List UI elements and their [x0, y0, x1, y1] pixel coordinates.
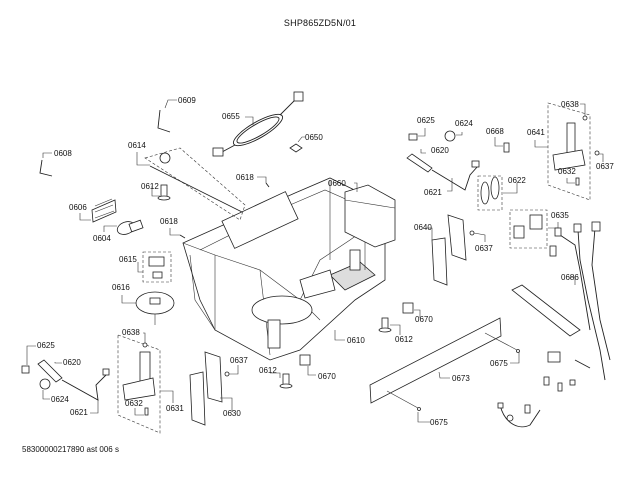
part-0618-screw-lower[interactable] — [169, 228, 186, 239]
part-label: 0670 — [415, 315, 433, 324]
part-0621-cable-bottom[interactable] — [61, 368, 110, 414]
part-label: 0620 — [63, 358, 81, 367]
document-reference-number: 58300000217890 ast 006 s — [22, 445, 119, 454]
part-0620-sensor-top[interactable] — [406, 149, 433, 173]
part-label: 0660 — [328, 179, 346, 188]
part-label: 0622 — [508, 176, 526, 185]
part-0616-disc[interactable] — [121, 291, 175, 325]
part-label: 0621 — [424, 188, 442, 197]
part-label: 0637 — [475, 244, 493, 253]
part-label: 0675 — [490, 359, 508, 368]
part-0612-screw-lower[interactable] — [270, 372, 293, 389]
base-frame-drawing — [182, 177, 386, 361]
part-label: 0625 — [37, 341, 55, 350]
model-number-title: SHP865ZD5N/01 — [283, 18, 357, 28]
part-0612-screw-right[interactable] — [378, 317, 401, 335]
part-label: 0608 — [54, 149, 72, 158]
part-0673-kickplate[interactable] — [369, 317, 502, 404]
part-0609-bracket[interactable] — [157, 99, 177, 133]
part-0624-cap-top[interactable] — [444, 130, 463, 142]
part-label: 0606 — [69, 203, 87, 212]
part-0631-hinge-group-bottom[interactable] — [117, 334, 174, 434]
part-0637-screw-bottom[interactable] — [224, 365, 239, 377]
part-label: 0686 — [561, 273, 579, 282]
part-0637-screw-top-right[interactable] — [594, 150, 604, 162]
part-label: 0612 — [395, 335, 413, 344]
part-0640-hinge[interactable] — [426, 214, 467, 286]
part-0618-screw[interactable] — [257, 176, 270, 188]
part-label: 0632 — [125, 399, 143, 408]
part-label: 0612 — [259, 366, 277, 375]
part-0625-connector-top[interactable] — [408, 128, 426, 141]
part-0660-control-module[interactable] — [344, 182, 396, 248]
part-0606-grille[interactable] — [79, 198, 117, 223]
part-0608-bracket[interactable] — [39, 152, 53, 177]
part-label: 0612 — [141, 182, 159, 191]
part-label: 0616 — [112, 283, 130, 292]
part-0686-wire-harness[interactable] — [497, 221, 611, 428]
part-0610-base[interactable] — [334, 330, 345, 341]
part-0612-screw-top[interactable] — [151, 184, 171, 201]
part-label: 0675 — [430, 418, 448, 427]
part-0641-hinge-group[interactable] — [534, 102, 591, 201]
part-0632-pin-top[interactable] — [566, 177, 580, 186]
part-0604-valve[interactable] — [103, 219, 144, 236]
part-label: 0655 — [222, 112, 240, 121]
part-label: 0650 — [305, 133, 323, 142]
part-0624-cap-bottom[interactable] — [39, 378, 51, 400]
part-label: 0609 — [178, 96, 196, 105]
part-0675-screw-lower[interactable] — [386, 390, 430, 423]
part-label: 0637 — [230, 356, 248, 365]
part-label: 0630 — [223, 409, 241, 418]
part-label: 0610 — [347, 336, 365, 345]
part-0670-clip-lower[interactable] — [299, 354, 316, 376]
part-label: 0625 — [417, 116, 435, 125]
part-label: 0668 — [486, 127, 504, 136]
part-0630-hinge-bottom[interactable] — [189, 351, 233, 426]
part-label: 0631 — [166, 404, 184, 413]
part-label: 0638 — [122, 328, 140, 337]
part-label: 0637 — [596, 162, 614, 171]
part-label: 0615 — [119, 255, 137, 264]
part-label: 0620 — [431, 146, 449, 155]
part-0621-cable-top[interactable] — [431, 160, 480, 192]
part-0615-clip-group[interactable] — [137, 251, 172, 283]
part-0670-clip-right[interactable] — [402, 302, 421, 318]
part-label: 0635 — [551, 211, 569, 220]
part-label: 0638 — [561, 100, 579, 109]
part-0638-screw-top[interactable] — [580, 103, 588, 121]
part-label: 0641 — [527, 128, 545, 137]
part-0614-hose-clip-group[interactable] — [136, 147, 246, 221]
part-0620-sensor-bottom[interactable] — [37, 359, 63, 383]
part-label: 0640 — [414, 223, 432, 232]
part-0655-power-cord[interactable] — [212, 91, 304, 157]
part-0668-connector[interactable] — [494, 137, 510, 153]
part-0637-screw-mid[interactable] — [469, 230, 486, 242]
part-label: 0673 — [452, 374, 470, 383]
part-label: 0604 — [93, 234, 111, 243]
part-label: 0614 — [128, 141, 146, 150]
part-0675-screw-upper[interactable] — [484, 332, 520, 364]
part-label: 0618 — [236, 173, 254, 182]
part-0625-connector-bottom[interactable] — [21, 345, 36, 374]
part-0638-screw-bottom[interactable] — [142, 332, 148, 348]
part-label: 0624 — [51, 395, 69, 404]
part-label: 0618 — [160, 217, 178, 226]
part-0632-pin-bottom[interactable] — [134, 407, 149, 416]
part-0635-clip-group[interactable] — [509, 209, 559, 249]
part-label: 0632 — [558, 167, 576, 176]
part-0650-clip[interactable] — [289, 136, 305, 153]
part-label: 0624 — [455, 119, 473, 128]
part-label: 0670 — [318, 372, 336, 381]
part-0622-clip-group[interactable] — [477, 175, 518, 211]
part-label: 0621 — [70, 408, 88, 417]
